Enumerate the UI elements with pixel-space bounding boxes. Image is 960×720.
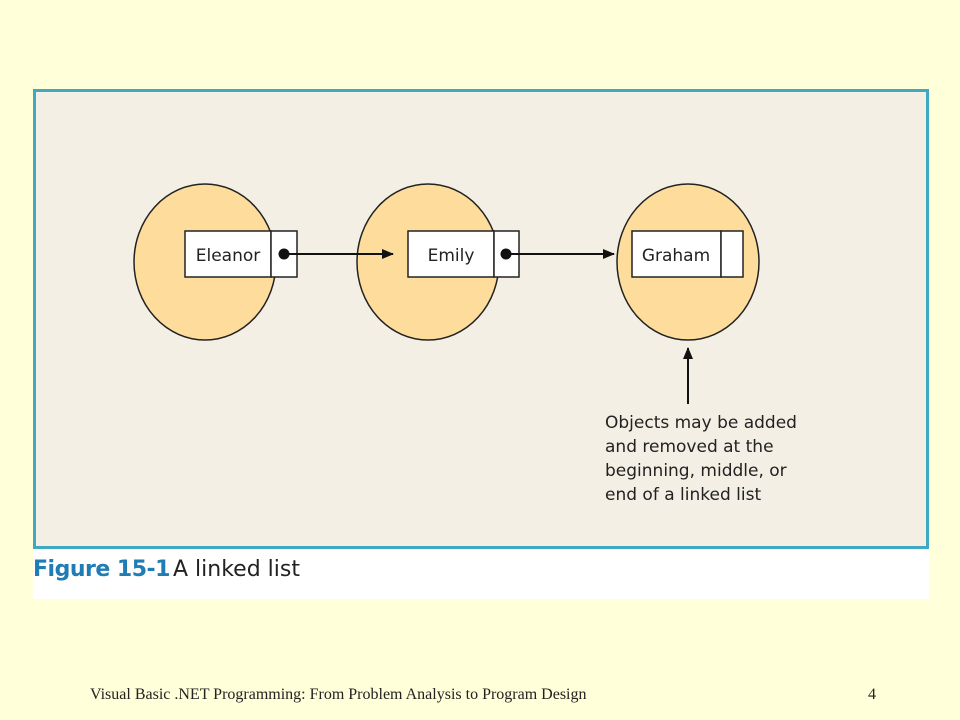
- node-data-box: [631, 230, 722, 278]
- page-number: 4: [868, 686, 876, 703]
- node-label: Emily: [428, 246, 475, 266]
- node-pointer-box: [720, 230, 744, 278]
- pointer-dot: [500, 248, 512, 260]
- annotation-line-4: end of a linked list: [605, 485, 761, 505]
- annotation-line-2: and removed at the: [605, 437, 774, 457]
- figure-caption: Figure 15-1 A linked list: [33, 549, 929, 599]
- annotation-text: Objects may be added and removed at the …: [605, 413, 797, 505]
- node-data-box: [184, 230, 272, 278]
- caption-number: Figure 15-1: [33, 557, 170, 582]
- annotation-line-1: Objects may be added: [605, 413, 797, 433]
- annotation-line-3: beginning, middle, or: [605, 461, 787, 481]
- figure-panel: Eleanor Emily Graham Objects may be adde…: [33, 89, 929, 549]
- pointer-dot: [278, 248, 290, 260]
- linked-list-diagram: Eleanor Emily Graham Objects may be adde…: [133, 183, 797, 505]
- footer-title: Visual Basic .NET Programming: From Prob…: [90, 686, 587, 703]
- list-node-3: Graham: [616, 183, 760, 341]
- node-label: Eleanor: [196, 246, 261, 266]
- caption-text: A linked list: [173, 557, 300, 582]
- list-node-1: Eleanor: [133, 183, 298, 341]
- list-node-2: Emily: [356, 183, 520, 341]
- node-label: Graham: [642, 246, 710, 266]
